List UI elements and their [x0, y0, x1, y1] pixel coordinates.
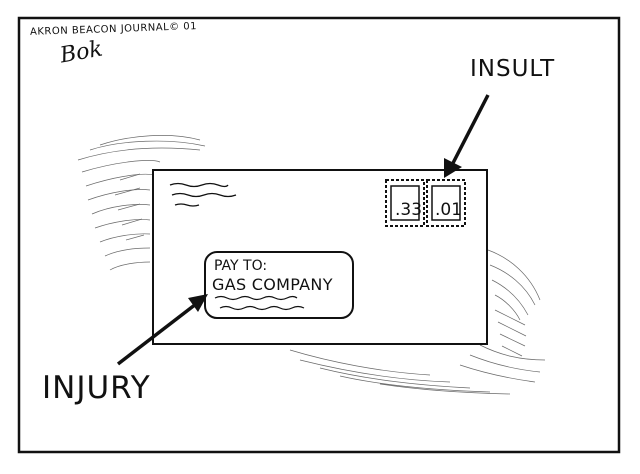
- injury-arrow: [116, 294, 208, 366]
- return-address-lines: [169, 182, 237, 207]
- address-window: [204, 251, 354, 319]
- insult-arrow: [444, 94, 490, 178]
- stamp-value-01: .01: [435, 200, 463, 220]
- injury-label: INJURY: [42, 370, 151, 406]
- pay-to-text: PAY TO:: [214, 258, 268, 274]
- stamp-01: [426, 179, 466, 227]
- address-squiggles: [214, 295, 305, 311]
- payee-text: GAS COMPANY: [212, 275, 333, 294]
- insult-label: INSULT: [470, 56, 556, 82]
- panel-border: [17, 16, 621, 454]
- stamp-value-33: .33: [395, 200, 423, 220]
- shadow-hatching: [77, 135, 546, 395]
- stamp-33: [385, 179, 425, 227]
